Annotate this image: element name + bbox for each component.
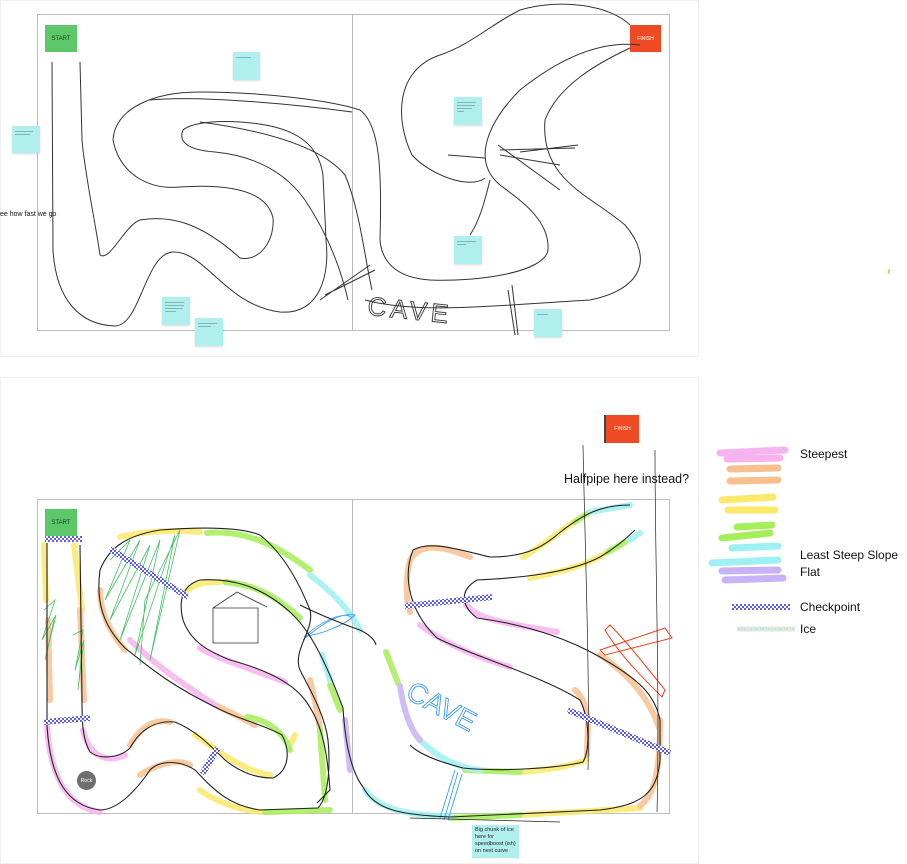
halfpipe-note: Halfpipe here instead? (564, 472, 690, 486)
sticky-note[interactable] (162, 297, 190, 325)
track-line (469, 179, 491, 236)
bottom-track-lines (46, 444, 661, 823)
top-track-lines (51, 3, 641, 336)
sticky-note[interactable] (454, 236, 482, 264)
scribble (302, 614, 356, 641)
track-line (79, 43, 641, 281)
legend-label-steepest: Steepest (800, 447, 848, 461)
legend-swatch-steepest (716, 446, 789, 463)
sticky-note[interactable] (534, 309, 562, 337)
checkpoints (43, 536, 672, 776)
checkpoint (108, 546, 190, 600)
sticky-note[interactable] (12, 126, 40, 153)
sticky-note[interactable] (233, 52, 260, 80)
track-line (447, 144, 579, 191)
scribble (41, 598, 57, 661)
guide-line (409, 444, 659, 823)
cave-label-top: CAVE (366, 291, 454, 330)
legend-label-checkpoint: Checkpoint (800, 600, 861, 614)
house (212, 591, 268, 644)
sticky-note[interactable] (454, 97, 482, 125)
scribble (439, 769, 463, 821)
checkpoint (199, 746, 221, 776)
bottom-board[interactable] (0, 377, 699, 864)
legend-swatch-green (718, 521, 776, 542)
legend-swatch-least-steep (708, 542, 782, 567)
cross (599, 624, 673, 698)
legend-swatch-yellow (718, 493, 779, 514)
legend-swatches (708, 446, 795, 632)
track-line (199, 121, 373, 291)
start-marker: START (45, 509, 77, 536)
track-line (364, 47, 641, 309)
blue-scribbles (302, 614, 463, 821)
finish-marker: FINISH (630, 25, 661, 52)
sticky-note[interactable] (195, 318, 223, 346)
track-line (319, 264, 519, 336)
track-line (299, 604, 377, 646)
top-track-frame (37, 14, 670, 331)
ice-sticky-note[interactable]: Big chunk of ice here for speedboost (is… (472, 825, 519, 858)
track-line (411, 154, 486, 183)
house-sketch (212, 591, 268, 644)
checkpoint (404, 594, 493, 609)
track-line (149, 98, 353, 113)
checkpoint (43, 715, 91, 725)
bottom-frame-divider (352, 499, 353, 814)
rock-obstacle: Rock (77, 771, 96, 790)
slope-highlights (41, 502, 663, 821)
track-line (182, 619, 331, 804)
legend-swatch-flat (718, 566, 787, 584)
bottom-track-frame (37, 499, 670, 814)
top-frame-divider (352, 14, 353, 331)
top-board[interactable] (0, 0, 699, 357)
track-line (180, 529, 661, 818)
track-line (51, 61, 349, 327)
start-marker: START (45, 25, 77, 52)
track-line (401, 3, 631, 156)
finish-marker: FINISH (604, 415, 639, 443)
legend-label-least-steep: Least Steep Slope (800, 548, 899, 562)
legend-label-flat: Flat (800, 565, 821, 579)
side-text: ee how fast we go (0, 211, 57, 218)
stray-green-mark (888, 269, 890, 274)
slope-green (204, 509, 628, 821)
red-cross-sketch (599, 624, 673, 698)
track-line (407, 504, 631, 771)
legend-label-ice: Ice (800, 622, 817, 636)
scribble (104, 529, 181, 666)
track-line (46, 527, 330, 811)
checkpoint (566, 707, 672, 756)
legend-swatch-orange (726, 464, 782, 485)
